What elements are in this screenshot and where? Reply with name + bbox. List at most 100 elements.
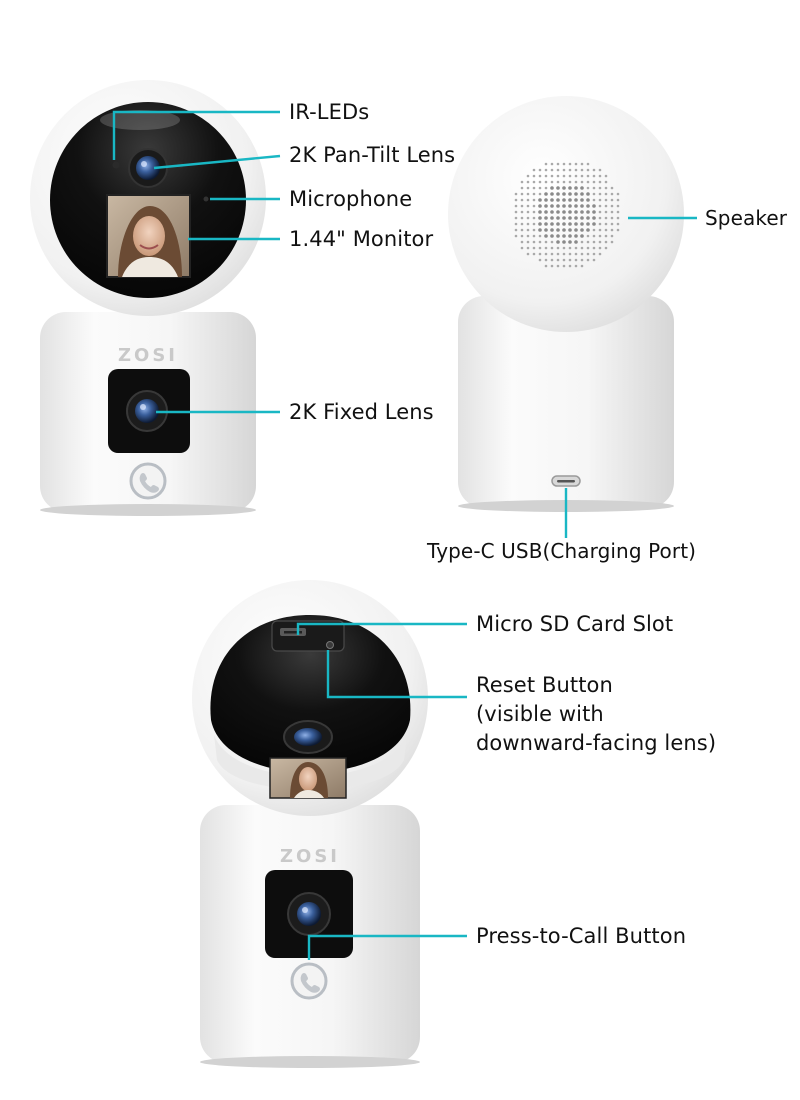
speaker-hole — [580, 192, 584, 196]
microphone-icon — [203, 196, 209, 202]
speaker-hole — [544, 222, 548, 226]
speaker-hole — [592, 216, 596, 220]
sd-card-slot-icon — [271, 620, 345, 652]
speaker-hole — [562, 210, 566, 214]
speaker-hole — [574, 246, 578, 250]
speaker-hole — [550, 264, 554, 268]
speaker-hole — [544, 204, 548, 208]
speaker-hole — [586, 168, 590, 172]
speaker-hole — [592, 222, 596, 226]
speaker-hole — [556, 246, 560, 250]
speaker-hole — [532, 168, 536, 172]
speaker-hole — [574, 234, 578, 238]
speaker-hole — [526, 204, 530, 208]
speaker-hole — [520, 180, 524, 184]
callout-sd-slot — [296, 622, 467, 635]
speaker-hole — [604, 186, 608, 190]
speaker-hole — [526, 240, 530, 244]
speaker-hole — [562, 222, 566, 226]
speaker-hole — [544, 246, 548, 250]
speaker-hole — [586, 180, 590, 184]
speaker-hole — [520, 234, 524, 238]
speaker-hole — [598, 234, 602, 238]
speaker-hole — [580, 180, 584, 184]
speaker-hole — [598, 168, 602, 172]
speaker-hole — [568, 240, 572, 244]
speaker-hole — [574, 264, 578, 268]
speaker-hole — [538, 210, 542, 214]
speaker-hole — [526, 216, 530, 220]
speaker-hole — [562, 258, 566, 262]
speaker-hole — [580, 162, 584, 166]
speaker-hole — [538, 216, 542, 220]
speaker-hole — [598, 186, 602, 190]
speaker-hole — [616, 204, 620, 208]
speaker-hole — [532, 216, 536, 220]
speaker-hole — [520, 192, 524, 196]
speaker-hole — [556, 198, 560, 202]
speaker-hole — [544, 210, 548, 214]
speaker-hole — [574, 168, 578, 172]
callout-lines — [112, 110, 697, 960]
speaker-hole — [550, 210, 554, 214]
speaker-hole — [526, 246, 530, 250]
speaker-hole — [604, 198, 608, 202]
speaker-hole — [550, 228, 554, 232]
speaker-hole — [532, 204, 536, 208]
speaker-hole — [592, 168, 596, 172]
speaker-hole — [574, 258, 578, 262]
reset-button-icon — [326, 641, 334, 649]
front-camera: ZOSI — [30, 80, 266, 516]
speaker-hole — [538, 240, 542, 244]
speaker-hole — [568, 216, 572, 220]
speaker-hole — [550, 162, 554, 166]
speaker-hole — [598, 222, 602, 226]
monitor-screen — [106, 194, 191, 278]
speaker-hole — [562, 264, 566, 268]
label-usb-port: Type-C USB(Charging Port) — [427, 539, 697, 563]
speaker-hole — [514, 234, 518, 238]
callout-pan-tilt-lens — [153, 154, 281, 170]
speaker-hole — [604, 240, 608, 244]
speaker-hole — [574, 198, 578, 202]
speaker-hole — [610, 198, 614, 202]
speaker-hole — [568, 258, 572, 262]
speaker-hole — [610, 228, 614, 232]
speaker-hole — [586, 162, 590, 166]
speaker-hole — [592, 174, 596, 178]
speaker-hole — [574, 162, 578, 166]
speaker-hole — [580, 186, 584, 190]
speaker-hole — [598, 228, 602, 232]
speaker-hole — [574, 186, 578, 190]
speaker-hole — [586, 234, 590, 238]
speaker-hole — [580, 258, 584, 262]
speaker-hole — [520, 204, 524, 208]
speaker-hole — [556, 192, 560, 196]
speaker-hole — [556, 216, 560, 220]
speaker-hole — [604, 204, 608, 208]
speaker-hole — [592, 210, 596, 214]
speaker-hole — [550, 192, 554, 196]
speaker-hole — [526, 174, 530, 178]
fixed-lens-icon — [126, 390, 168, 432]
label-monitor: 1.44" Monitor — [289, 227, 434, 251]
reset-line-3: downward-facing lens) — [476, 731, 717, 755]
back-base — [458, 296, 674, 508]
speaker-hole — [580, 216, 584, 220]
speaker-hole — [532, 234, 536, 238]
speaker-hole — [544, 228, 548, 232]
speaker-hole — [586, 204, 590, 208]
speaker-hole — [586, 174, 590, 178]
speaker-hole — [568, 222, 572, 226]
speaker-hole — [568, 198, 572, 202]
speaker-hole — [604, 192, 608, 196]
speaker-hole — [574, 174, 578, 178]
speaker-hole — [544, 174, 548, 178]
speaker-hole — [514, 204, 518, 208]
call-button-icon — [129, 462, 167, 500]
label-microphone: Microphone — [289, 187, 413, 211]
speaker-hole — [520, 228, 524, 232]
label-sd-slot: Micro SD Card Slot — [476, 612, 674, 636]
speaker-hole — [580, 174, 584, 178]
